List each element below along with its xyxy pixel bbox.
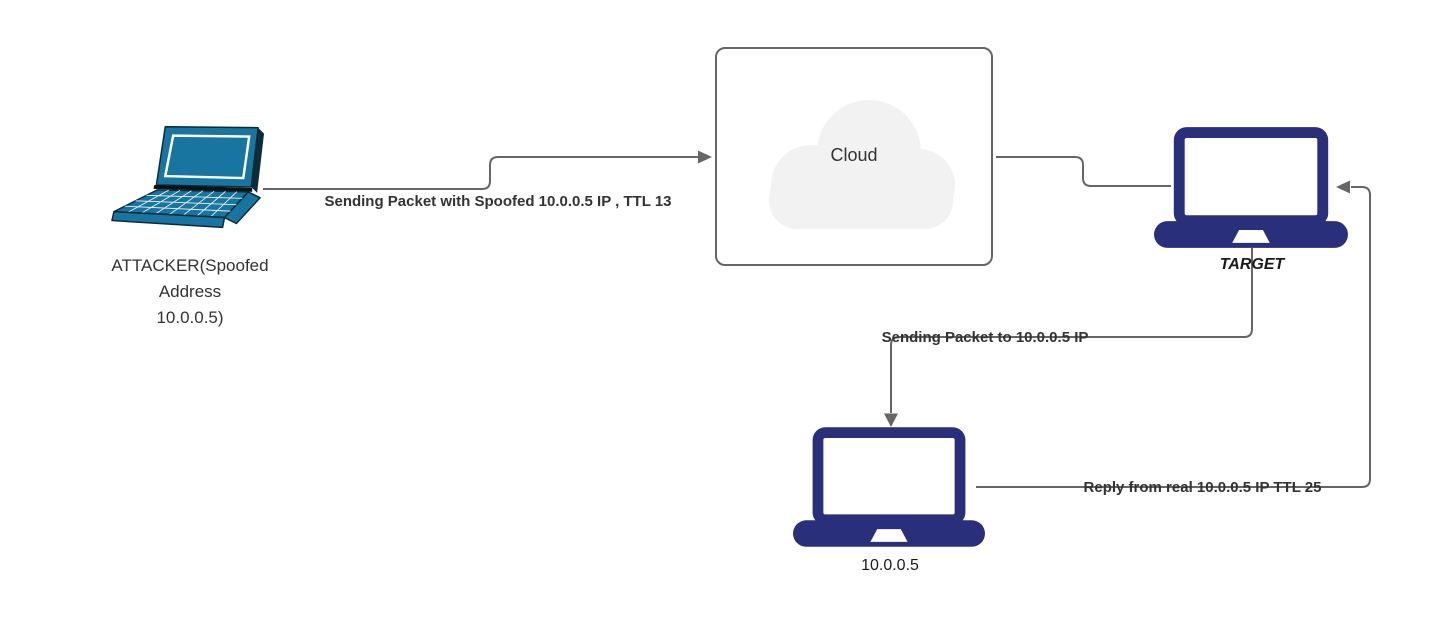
edge-attacker-to-cloud-arrowhead — [698, 150, 712, 164]
target-laptop-icon — [1154, 127, 1348, 248]
attacker-laptop-hinge — [153, 184, 253, 192]
edge-label-real-host-to-target: Reply from real 10.0.0.5 IP TTL 25 — [1083, 479, 1322, 496]
attacker-laptop-front-edge — [111, 210, 226, 229]
attacker-laptop-lid — [155, 126, 259, 188]
cloud-icon — [769, 100, 955, 229]
edge-label-target-to-real-host: Sending Packet to 10.0.0.5 IP — [881, 329, 1089, 346]
target-laptop-screen — [1184, 138, 1318, 216]
cloud-box: Cloud — [715, 47, 993, 266]
real-host-laptop-notch — [870, 529, 908, 542]
real-host-label: 10.0.0.5 — [861, 557, 919, 574]
edge-label-attacker-to-cloud: Sending Packet with Spoofed 10.0.0.5 IP … — [324, 193, 672, 210]
attacker-laptop-icon — [111, 126, 265, 229]
attacker-laptop-screen — [163, 134, 251, 180]
edge-target-to-real-host — [890, 248, 1253, 413]
edge-cloud-to-target — [996, 156, 1171, 187]
edge-target-to-real-host-arrowhead — [884, 413, 898, 427]
real-host-laptop-icon — [793, 427, 985, 547]
edge-real-host-to-target — [976, 186, 1371, 488]
attacker-laptop-lid-edge — [251, 127, 265, 193]
attacker-laptop-keyboard-grid — [124, 189, 243, 218]
edge-real-host-to-target-arrowhead — [1336, 180, 1350, 194]
attacker-label: ATTACKER(Spoofed Address 10.0.0.5) — [111, 256, 269, 327]
real-host-laptop-screen — [823, 438, 955, 515]
target-laptop-notch — [1232, 230, 1270, 243]
target-label: TARGET — [1219, 256, 1285, 273]
cloud-label: Cloud — [830, 145, 878, 165]
edge-attacker-to-cloud — [263, 156, 699, 190]
